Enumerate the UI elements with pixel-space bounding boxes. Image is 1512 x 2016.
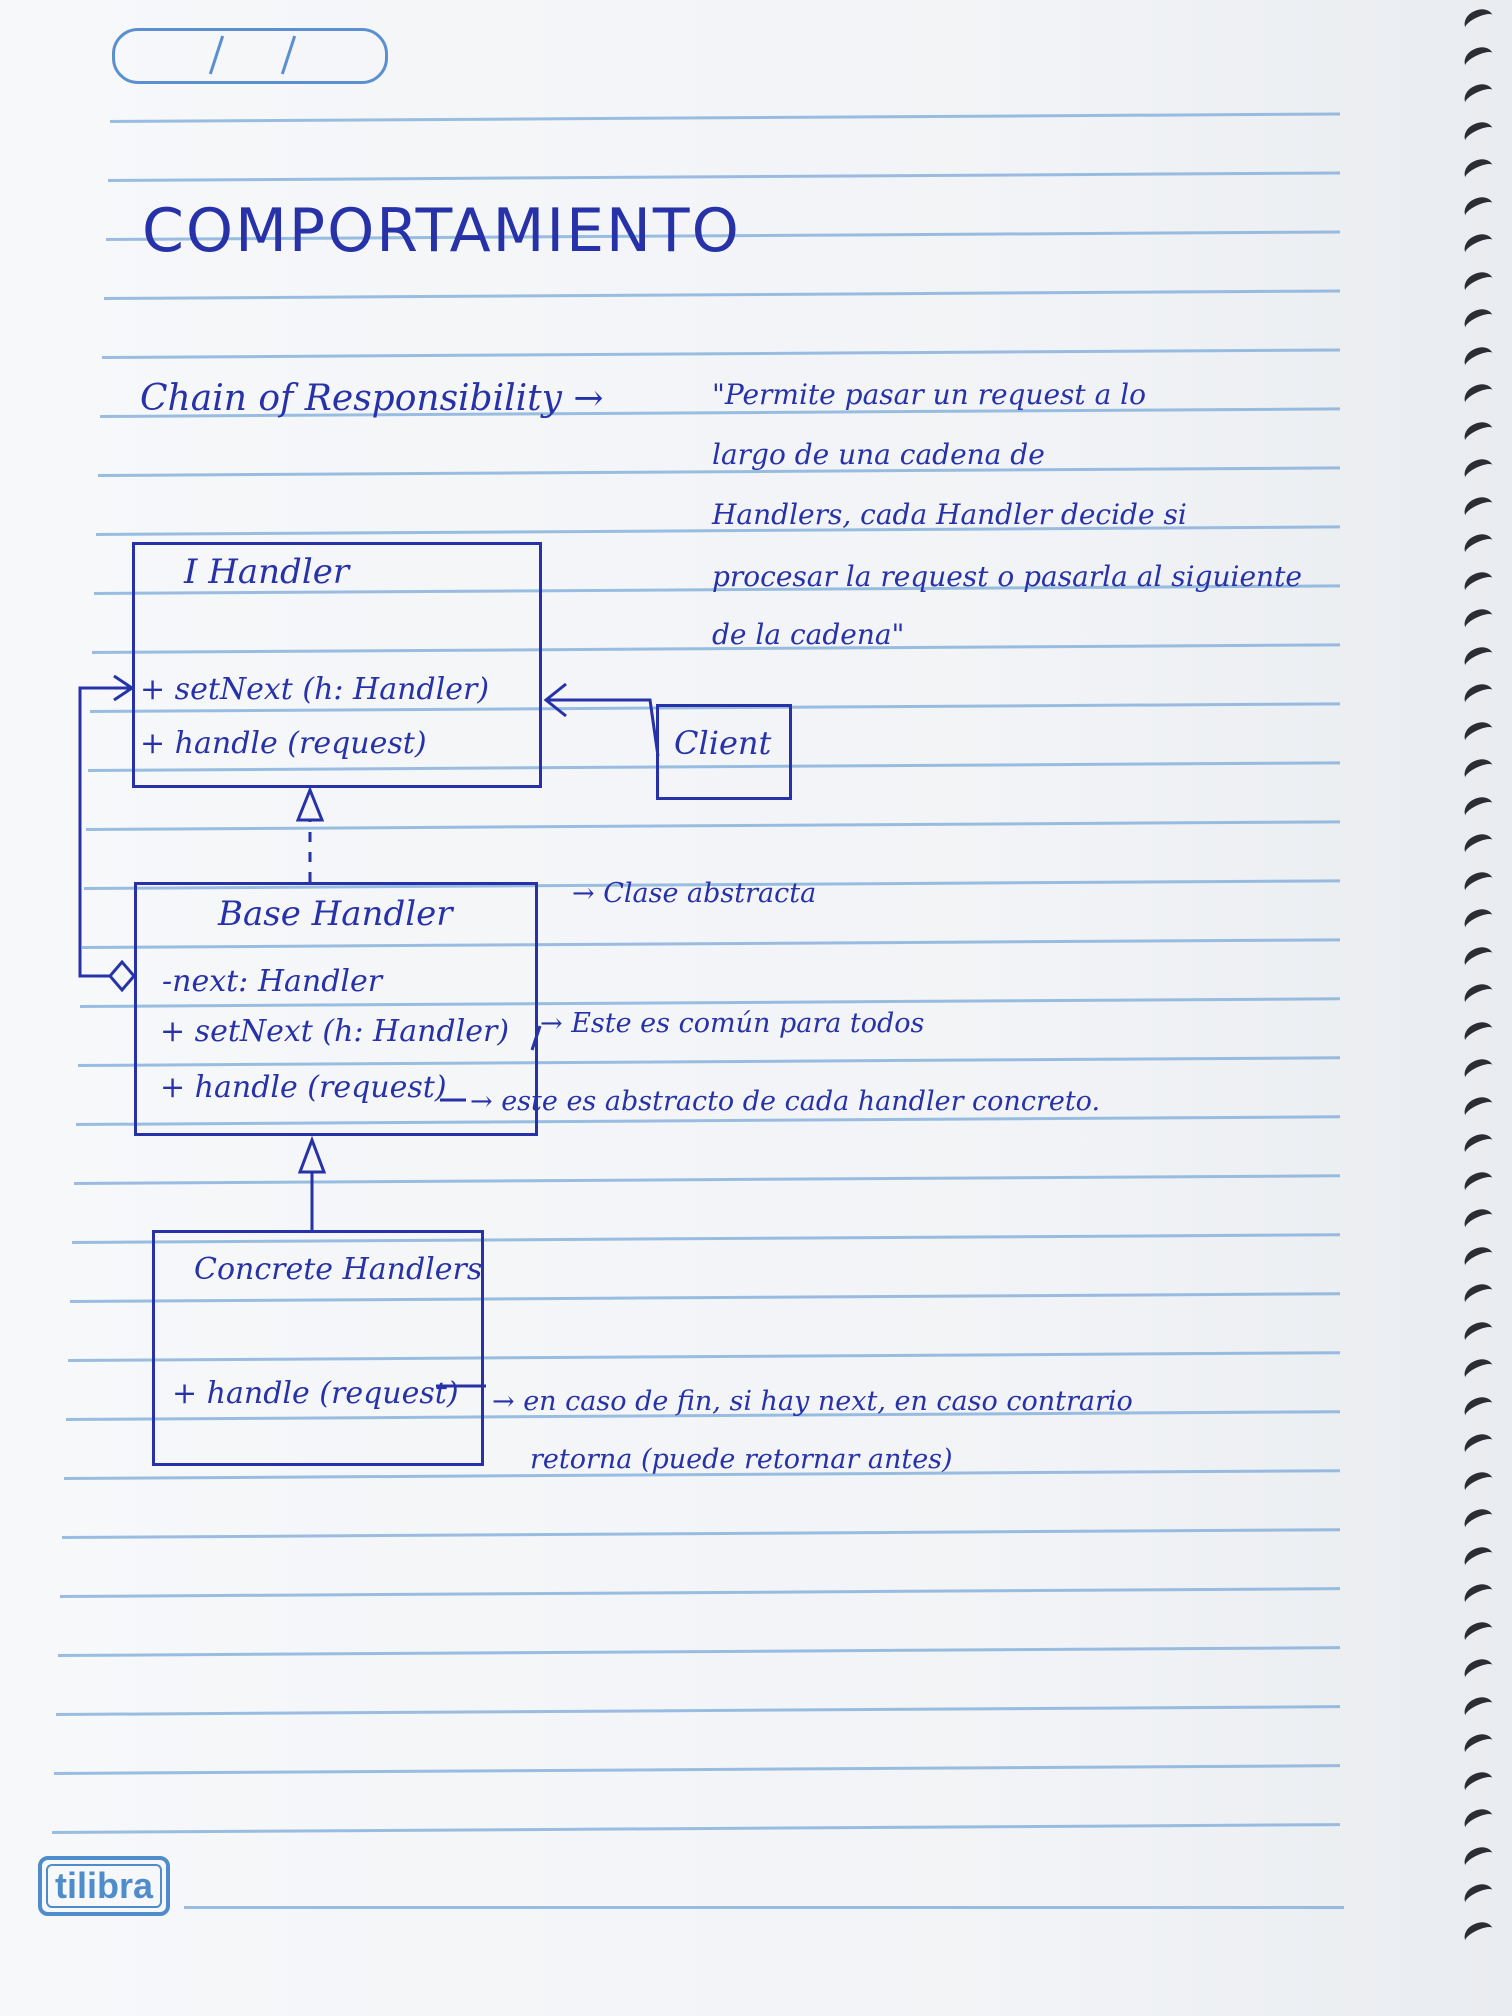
- description-line: largo de una cadena de: [712, 438, 1045, 471]
- spiral-coil: [1460, 1617, 1498, 1651]
- spiral-coil: [1460, 717, 1498, 751]
- spiral-coil: [1460, 79, 1498, 114]
- spiral-coil: [1460, 567, 1498, 601]
- note-concrete-return: retorna (puede retornar antes): [530, 1444, 953, 1475]
- ihandler-method: + setNext (h: Handler): [140, 672, 490, 707]
- ruled-line: [184, 1906, 1344, 1909]
- spiral-coil: [1460, 492, 1498, 526]
- spiral-coil: [1460, 1392, 1498, 1426]
- note-set-next: → Este es común para todos: [540, 1008, 925, 1039]
- spiral-coil: [1460, 1204, 1498, 1239]
- spiral-coil: [1460, 1542, 1498, 1576]
- description-line: "Permite pasar un request a lo: [712, 378, 1146, 411]
- spiral-binding: [1432, 0, 1512, 2016]
- spiral-coil: [1460, 1242, 1498, 1276]
- ihandler-method: + handle (request): [140, 726, 427, 761]
- spiral-coil: [1460, 1129, 1498, 1164]
- page-heading: COMPORTAMIENTO: [142, 196, 741, 266]
- spiral-coil: [1460, 1879, 1498, 1914]
- spiral-coil: [1460, 529, 1498, 564]
- spiral-coil: [1460, 829, 1498, 864]
- spiral-coil: [1460, 1429, 1498, 1464]
- basehandler-method: + handle (request): [160, 1070, 447, 1105]
- spiral-coil: [1460, 1692, 1498, 1726]
- spiral-coil: [1460, 1842, 1498, 1876]
- arrowhead-icon: [113, 674, 135, 702]
- basehandler-class-box: [134, 882, 538, 1136]
- spiral-coil: [1460, 754, 1498, 789]
- spiral-coil: [1460, 1092, 1498, 1126]
- spiral-coil: [1460, 1767, 1498, 1801]
- spiral-coil: [1460, 1654, 1498, 1689]
- concrete-handlers-class-box: [152, 1230, 484, 1466]
- note-concrete-handle: → en caso de fin, si hay next, en caso c…: [492, 1386, 1133, 1417]
- date-field: [112, 28, 388, 84]
- tilibra-logo: tilibra: [38, 1856, 170, 1916]
- spiral-coil: [1460, 1729, 1498, 1764]
- concrete-handlers-method: + handle (request): [172, 1376, 459, 1411]
- client-to-ihandler-arrow: [546, 698, 660, 757]
- spiral-coil: [1460, 1467, 1498, 1501]
- spiral-coil: [1460, 679, 1498, 714]
- spiral-coil: [1460, 42, 1498, 76]
- spiral-coil: [1460, 1504, 1498, 1539]
- spiral-coil: [1460, 979, 1498, 1014]
- realization-triangle-icon: [295, 785, 325, 822]
- aggregation-line: [78, 686, 132, 978]
- spiral-coil: [1460, 304, 1498, 339]
- spiral-coil: [1460, 1017, 1498, 1051]
- spiral-coil: [1460, 154, 1498, 189]
- spiral-coil: [1460, 379, 1498, 414]
- arrowhead-icon: [543, 682, 567, 718]
- description-line: Handlers, cada Handler decide si: [712, 498, 1187, 531]
- ihandler-class-box: [132, 542, 542, 788]
- basehandler-field: -next: Handler: [162, 964, 383, 999]
- ihandler-title: I Handler: [184, 552, 350, 592]
- spiral-coil: [1460, 904, 1498, 939]
- spiral-coil: [1460, 792, 1498, 826]
- spiral-coil: [1460, 604, 1498, 639]
- client-title: Client: [674, 724, 772, 762]
- note-handle-abstract: → este es abstracto de cada handler conc…: [470, 1086, 1101, 1117]
- spiral-coil: [1460, 642, 1498, 676]
- spiral-coil: [1460, 1354, 1498, 1389]
- spiral-coil: [1460, 454, 1498, 489]
- spiral-coil: [1460, 1804, 1498, 1839]
- description-line: procesar la request o pasarla al siguien…: [712, 560, 1302, 593]
- spiral-coil: [1460, 1167, 1498, 1201]
- spiral-coil: [1460, 342, 1498, 376]
- spiral-coil: [1460, 1579, 1498, 1614]
- basehandler-title: Base Handler: [218, 894, 453, 934]
- concrete-handlers-title: Concrete Handlers: [194, 1252, 483, 1287]
- pattern-name: Chain of Responsibility →: [140, 378, 604, 419]
- note-abstract-class: → Clase abstracta: [572, 878, 817, 909]
- spiral-coil: [1460, 1054, 1498, 1089]
- basehandler-method: + setNext (h: Handler): [160, 1014, 510, 1049]
- spiral-coil: [1460, 1279, 1498, 1314]
- spiral-coil: [1460, 267, 1498, 301]
- spiral-coil: [1460, 192, 1498, 226]
- spiral-coil: [1460, 117, 1498, 151]
- inheritance-triangle-icon: [297, 1135, 327, 1174]
- spiral-coil: [1460, 417, 1498, 451]
- spiral-coil: [1460, 1317, 1498, 1351]
- description-line: de la cadena": [712, 618, 905, 651]
- spiral-coil: [1460, 867, 1498, 901]
- aggregation-diamond-icon: [108, 959, 136, 993]
- spiral-coil: [1460, 942, 1498, 976]
- spiral-coil: [1460, 4, 1498, 39]
- note-bracket: [530, 1025, 542, 1051]
- spiral-coil: [1460, 229, 1498, 264]
- spiral-coil: [1460, 1917, 1498, 1951]
